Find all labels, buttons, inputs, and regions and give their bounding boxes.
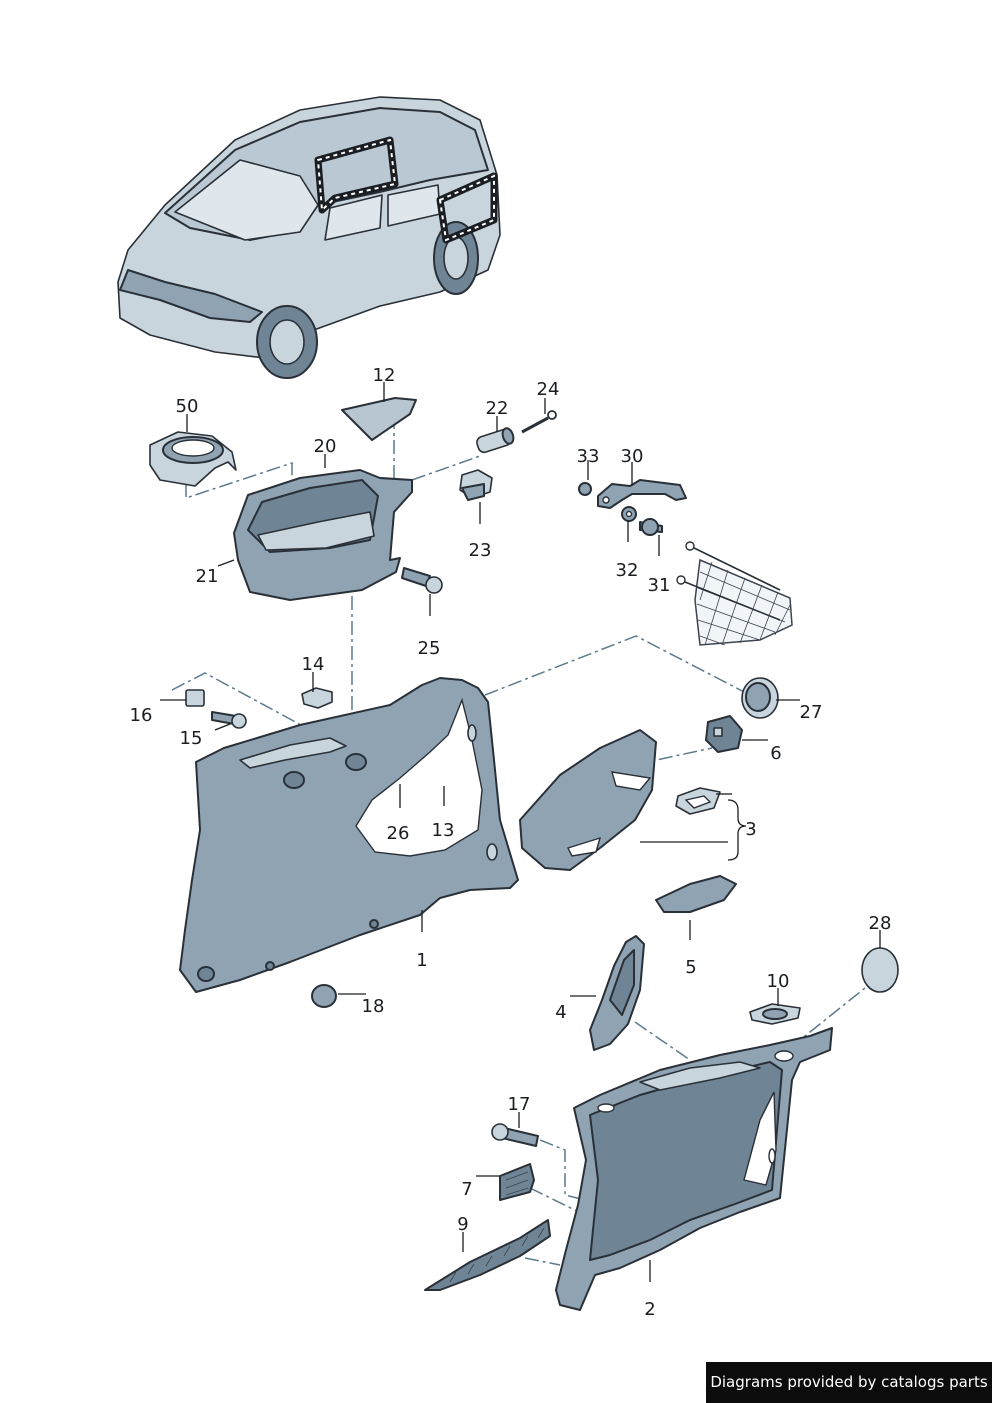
callout-5: 5	[685, 957, 696, 978]
callout-12: 12	[373, 365, 396, 386]
callout-3: 3	[745, 819, 756, 840]
part-50-cup-holder	[149, 431, 237, 487]
callout-25: 25	[418, 638, 441, 659]
part-14-clip	[301, 687, 333, 709]
part-31-bolt	[639, 518, 663, 536]
leader-lines	[160, 382, 881, 1282]
callout-32: 32	[616, 560, 639, 581]
part-16-clip	[185, 689, 205, 707]
part-4-cover	[589, 935, 645, 1051]
callout-27: 27	[800, 702, 823, 723]
callout-20: 20	[314, 436, 337, 457]
part-2-rear-trim-panel	[555, 1027, 833, 1311]
callout-6: 6	[770, 743, 781, 764]
bracket-3	[727, 799, 747, 861]
part-5-insert	[655, 875, 737, 913]
callout-23: 23	[469, 540, 492, 561]
callout-9: 9	[457, 1214, 468, 1235]
part-10-lamp-insert	[749, 1003, 801, 1025]
callout-13: 13	[432, 820, 455, 841]
part-25-screw	[401, 567, 443, 594]
callout-2: 2	[644, 1299, 655, 1320]
part-7-vent	[499, 1163, 535, 1201]
callout-21: 21	[196, 566, 219, 587]
callout-24: 24	[537, 379, 560, 400]
callout-4: 4	[555, 1002, 566, 1023]
part-32-washer	[621, 506, 637, 522]
cargo-net	[676, 541, 793, 646]
callout-50: 50	[176, 396, 199, 417]
callout-14: 14	[302, 654, 325, 675]
callout-17: 17	[508, 1094, 531, 1115]
callout-22: 22	[486, 398, 509, 419]
part-28-cap	[861, 947, 899, 993]
callout-26: 26	[387, 823, 410, 844]
part-3-speaker-cover	[519, 729, 721, 871]
part-18-plug	[311, 984, 337, 1008]
vehicle-overview	[117, 96, 501, 379]
callout-31: 31	[648, 575, 671, 596]
credit-banner: Diagrams provided by catalogs parts	[706, 1362, 992, 1403]
callout-16: 16	[130, 705, 153, 726]
part-22-pin	[476, 427, 515, 454]
part-23-clip	[459, 469, 493, 501]
part-30-bracket	[597, 479, 687, 509]
callout-30: 30	[621, 446, 644, 467]
part-24-cable	[521, 410, 557, 434]
part-15-screw	[211, 711, 247, 729]
callout-33: 33	[577, 446, 600, 467]
part-27-cover	[741, 677, 779, 719]
callout-1: 1	[416, 950, 427, 971]
part-17-bolt	[491, 1123, 539, 1147]
part-12-trim-cap	[341, 397, 417, 441]
callout-28: 28	[869, 913, 892, 934]
part-9-vent-strip	[424, 1219, 551, 1291]
callout-15: 15	[180, 728, 203, 749]
callout-7: 7	[461, 1179, 472, 1200]
callout-10: 10	[767, 971, 790, 992]
callout-18: 18	[362, 996, 385, 1017]
part-1-side-trim-panel	[179, 677, 519, 993]
part-33-nut	[578, 482, 592, 496]
callout-labels: 12 24 22 50 20 33 30 21 23 32 31 25 14 1…	[130, 365, 892, 1320]
part-6-retainer	[705, 715, 743, 753]
part-20-21-storage-tray	[233, 469, 413, 601]
